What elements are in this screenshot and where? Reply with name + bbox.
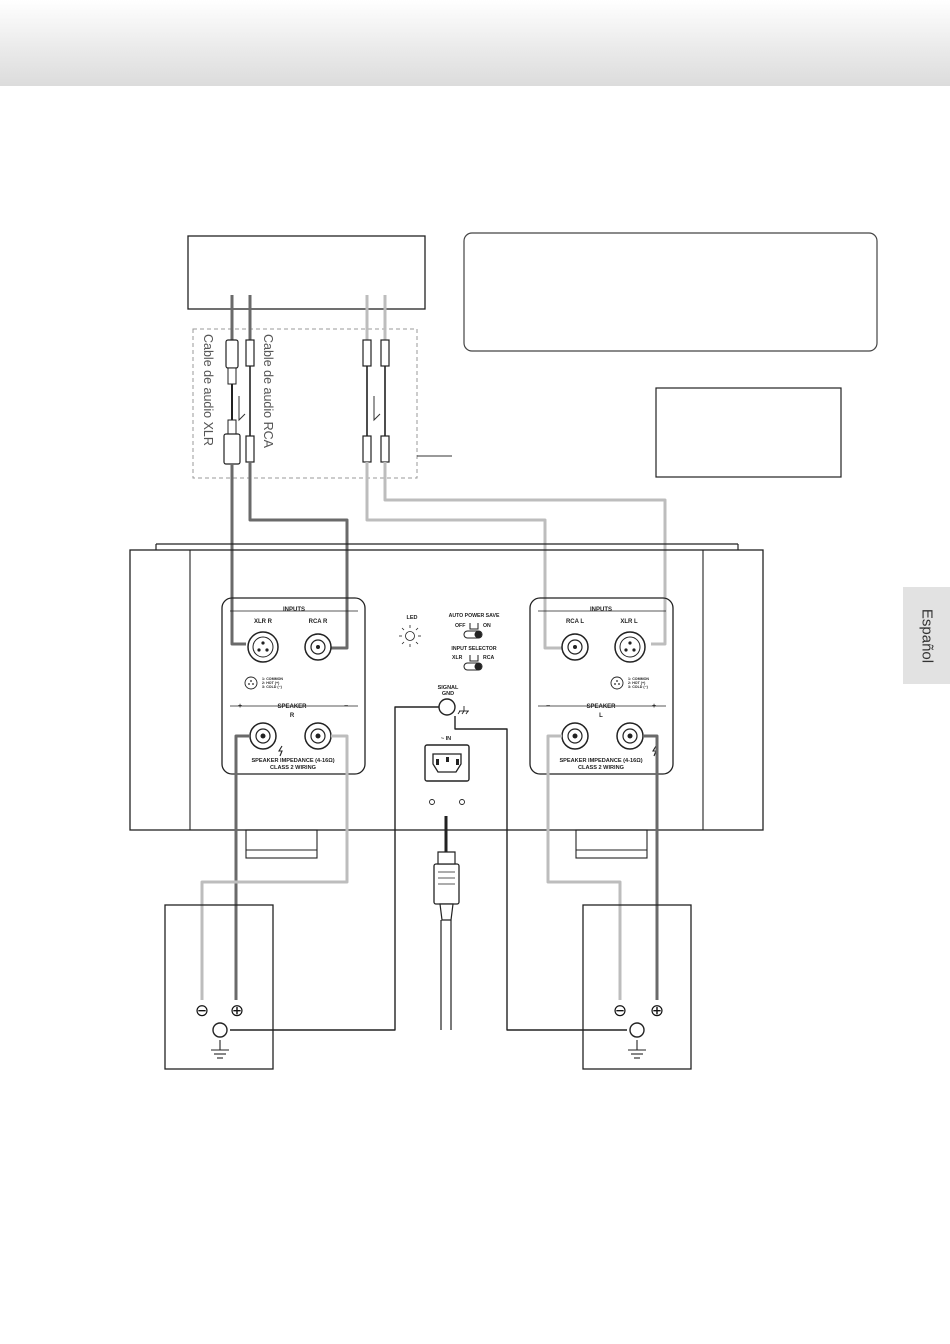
ground-icon: [628, 1040, 646, 1059]
on-label: ON: [483, 623, 491, 629]
pin-3-left: 3: COLD (−): [628, 685, 649, 689]
xlr-r-jack[interactable]: [247, 631, 279, 663]
xlr-pinout-icon: [610, 676, 624, 690]
xlr-cable-label: Cable de audio XLR: [201, 334, 215, 446]
flow-arrow-icon: [238, 396, 381, 422]
pin-1-right: 1: COMMON: [262, 677, 283, 681]
speaker-left: ⊖ ⊕: [582, 904, 692, 1070]
cable-area-dashed: [192, 328, 418, 479]
speaker-l-plus-terminal[interactable]: [616, 722, 644, 750]
shock-warning-icon-left: [652, 745, 657, 757]
speaker-cables: [200, 734, 659, 1000]
center-controls: LED AUTO POWER SAVE OFF ON INPUT SELECTO…: [399, 613, 500, 805]
channel-l-letter: L: [599, 713, 603, 719]
panel-left-channel: INPUTS RCA L XLR L 1: COMMON 2: HOT (+) …: [529, 597, 674, 775]
rca-cable-label: Cable de audio RCA: [261, 334, 275, 449]
shock-warning-icon-right: [278, 745, 283, 757]
ac-inlet[interactable]: [424, 744, 470, 782]
speaker-label-right: SPEAKER: [277, 704, 307, 710]
callout-box-large: [463, 232, 878, 352]
auto-power-save-switch[interactable]: [463, 623, 483, 639]
speaker-l-minus-terminal-icon: ⊖: [613, 1001, 627, 1021]
inputs-label-left: INPUTS: [590, 607, 612, 613]
ground-wires: [230, 706, 627, 1031]
wiring-label-left: CLASS 2 WIRING: [578, 765, 624, 771]
input-selector-label: INPUT SELECTOR: [451, 646, 496, 652]
rca-plug-pair-left: [245, 339, 255, 463]
impedance-label-right: SPEAKER IMPEDANCE (4-16Ω): [251, 758, 334, 764]
inputs-label-right: INPUTS: [283, 607, 305, 613]
rca-r-jack[interactable]: [304, 633, 332, 661]
speaker-l-plus-terminal-icon: ⊕: [650, 1001, 664, 1021]
cables-top: [230, 295, 387, 340]
cables-to-amplifier: [230, 462, 667, 650]
speaker-l-minus-terminal[interactable]: [561, 722, 589, 750]
ground-icon: [457, 706, 469, 715]
rca-r-label: RCA R: [309, 619, 328, 625]
xlr-r-label: XLR R: [254, 619, 273, 625]
xlr-l-jack[interactable]: [614, 631, 646, 663]
xlr-pinout-icon: [244, 676, 258, 690]
channel-r-letter: R: [290, 713, 295, 719]
speaker-r-plus-sign: +: [238, 703, 242, 710]
speaker-right: ⊖ ⊕: [164, 904, 274, 1070]
auto-power-save-label: AUTO POWER SAVE: [449, 613, 500, 619]
rca-option-label: RCA: [483, 655, 494, 661]
speaker-r-minus-terminal-icon: ⊖: [195, 1001, 209, 1021]
speaker-r-plus-terminal-icon: ⊕: [230, 1001, 244, 1021]
screw-icon: [459, 799, 465, 805]
signal-gnd-terminal[interactable]: [438, 698, 456, 716]
speaker-r-minus-terminal[interactable]: [304, 722, 332, 750]
impedance-label-left: SPEAKER IMPEDANCE (4-16Ω): [559, 758, 642, 764]
header-band: [0, 0, 950, 86]
speaker-r-minus-sign: −: [344, 703, 348, 710]
xlr-plug-top: [225, 339, 239, 420]
signal-gnd-label-2: GND: [442, 691, 454, 697]
speaker-l-minus-sign: −: [546, 703, 550, 710]
speaker-label-left: SPEAKER: [586, 704, 616, 710]
ac-in-label: ~ IN: [441, 736, 451, 742]
ground-icon: [211, 1040, 229, 1059]
wiring-label-right: CLASS 2 WIRING: [270, 765, 316, 771]
rca-l-label: RCA L: [566, 619, 584, 625]
speaker-r-plus-terminal[interactable]: [249, 722, 277, 750]
rca-l-jack[interactable]: [561, 633, 589, 661]
signal-gnd-label-1: SIGNAL: [438, 685, 459, 691]
input-selector-switch[interactable]: [463, 655, 483, 671]
speaker-r-ground-terminal[interactable]: [212, 1022, 228, 1038]
led-indicator-icon: [399, 625, 421, 647]
xlr-plug-bottom: [223, 419, 241, 465]
source-device: [187, 235, 426, 310]
power-cord: [433, 816, 460, 1030]
speaker-l-ground-terminal[interactable]: [629, 1022, 645, 1038]
rca-plug-pair-right: [362, 339, 390, 463]
off-label: OFF: [455, 623, 465, 629]
pin-2-left: 2: HOT (+): [628, 681, 646, 685]
speaker-l-plus-sign: +: [652, 703, 656, 710]
pin-2-right: 2: HOT (+): [262, 681, 280, 685]
xlr-option-label: XLR: [452, 655, 463, 661]
pin-1-left: 1: COMMON: [628, 677, 649, 681]
pin-3-right: 3: COLD (−): [262, 685, 283, 689]
led-label: LED: [407, 615, 418, 621]
screw-icon: [429, 799, 435, 805]
callout-box-small: [655, 387, 842, 478]
panel-right-channel: INPUTS XLR R RCA R 1: COMMON 2: HOT (+) …: [221, 597, 366, 775]
xlr-l-label: XLR L: [620, 619, 638, 625]
language-tab[interactable]: Español: [903, 587, 950, 684]
